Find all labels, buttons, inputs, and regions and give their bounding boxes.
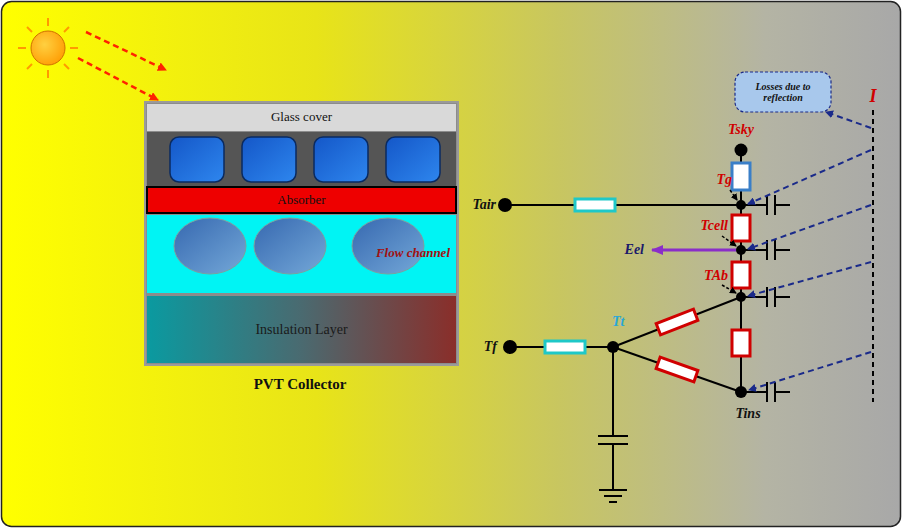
layer-text: Absorber xyxy=(277,193,325,207)
layer-text: Losses due to reflection xyxy=(741,81,825,103)
temperature-label: Tair xyxy=(472,197,496,212)
absorber-layer: Absorber xyxy=(147,187,456,213)
layer-text: Glass cover xyxy=(271,110,332,124)
glass-cover-layer: Glass cover xyxy=(147,104,456,131)
temperature-label: Tt xyxy=(612,314,624,329)
energy-label: Eel xyxy=(625,242,644,257)
temperature-label: TAb xyxy=(704,268,728,283)
temperature-label: Tsky xyxy=(728,122,754,137)
thermal-network xyxy=(505,150,790,502)
temperature-label: Tins xyxy=(735,406,760,421)
sun xyxy=(18,18,78,78)
layer-text: Insulation Layer xyxy=(255,322,347,337)
losses-callout: Losses due to reflection xyxy=(735,72,831,112)
figure-title: PVT Collector xyxy=(254,376,347,393)
insulation-layer: Insulation Layer xyxy=(147,296,456,363)
irradiance-label: I xyxy=(869,87,876,107)
temperature-label: Tf xyxy=(484,339,497,354)
flow-channel-layer: Flow channel xyxy=(147,215,456,293)
temperature-label: Tcell xyxy=(701,218,728,233)
temperature-label: Tg xyxy=(716,172,732,187)
layer-text: Flow channel xyxy=(376,246,450,260)
